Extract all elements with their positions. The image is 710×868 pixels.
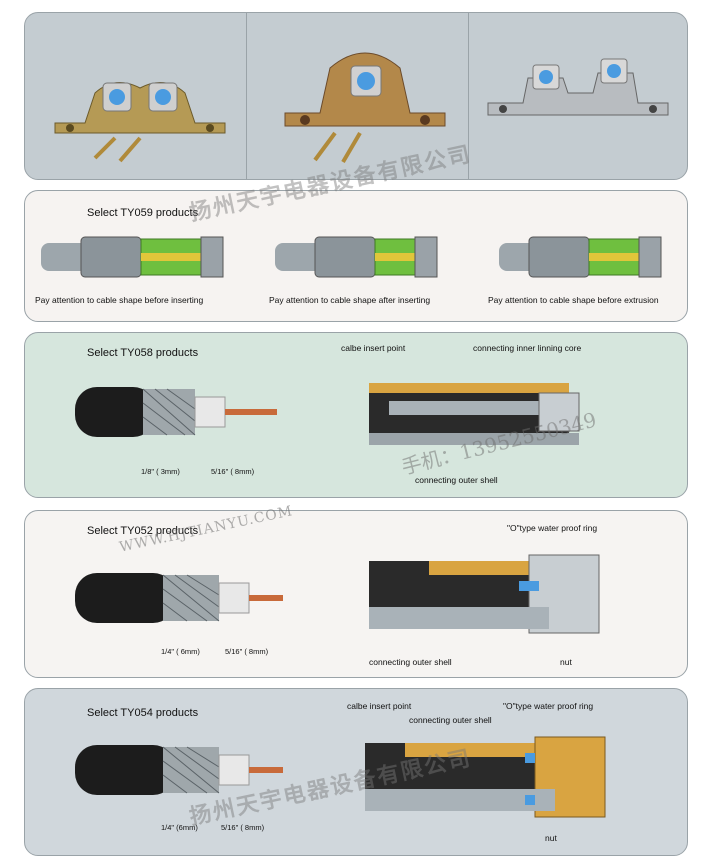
panel-title: Select TY052 products <box>87 525 199 537</box>
label-nut: nut <box>545 833 557 843</box>
cable-strip-diagram <box>75 573 283 623</box>
dimension-label-1: 1/4" ( 6mm) <box>161 647 200 656</box>
label-cable-insert-point: calbe insert point <box>347 701 412 711</box>
dimension-label-1: 1/8" ( 3mm) <box>141 467 180 476</box>
label-outer-shell: connecting outer shell <box>369 657 452 667</box>
label-cable-insert-point: calbe insert point <box>341 343 406 353</box>
panel-title: Select TY054 products <box>87 707 199 719</box>
connector-cross-section-ty052 <box>369 554 600 634</box>
caption-after-insert: Pay attention to cable shape after inser… <box>269 295 431 305</box>
connector-before-insert-image <box>41 236 224 278</box>
label-inner-lining-core: connecting inner linning core <box>473 343 582 353</box>
connector-cross-section-ty054 <box>365 736 606 818</box>
dimension-label-2: 5/16" ( 8mm) <box>211 467 255 476</box>
ty058-panel: Select TY058 products 1/8" ( 3mm) 5/16" … <box>24 332 688 498</box>
connector-after-insert-image <box>275 236 438 278</box>
single-port-bracket-image <box>284 52 446 164</box>
connector-cross-section-ty058 <box>369 383 580 445</box>
ty052-panel: Select TY052 products 1/4" ( 6mm) 5/16" … <box>24 510 688 678</box>
cable-strip-diagram <box>75 387 277 437</box>
ty054-panel: Select TY054 products 1/4" (6mm) 5/16" (… <box>24 688 688 856</box>
panel-title: Select TY058 products <box>87 347 199 359</box>
caption-before-insert: Pay attention to cable shape before inse… <box>35 295 204 305</box>
label-outer-shell: connecting outer shell <box>415 475 498 485</box>
ty059-panel: Select TY059 products Pay attention to c… <box>24 190 688 322</box>
dimension-label-1: 1/4" (6mm) <box>161 823 198 832</box>
panel-title: Select TY059 products <box>87 207 199 219</box>
bracket-photo-panel <box>24 12 688 180</box>
two-port-grey-bracket-image <box>487 58 669 116</box>
cable-strip-diagram <box>75 745 283 795</box>
connector-before-extrusion-image <box>499 236 662 278</box>
panel-divider <box>246 13 247 179</box>
dimension-label-2: 5/16" ( 8mm) <box>225 647 269 656</box>
panel-divider <box>468 13 469 179</box>
label-o-ring: "O"type water proof ring <box>503 701 594 711</box>
label-o-ring: "O"type water proof ring <box>507 523 598 533</box>
caption-before-extrusion: Pay attention to cable shape before extr… <box>488 295 659 305</box>
dimension-label-2: 5/16" ( 8mm) <box>221 823 265 832</box>
label-nut: nut <box>560 657 572 667</box>
label-outer-shell: connecting outer shell <box>409 715 492 725</box>
two-port-bracket-image <box>54 82 226 163</box>
